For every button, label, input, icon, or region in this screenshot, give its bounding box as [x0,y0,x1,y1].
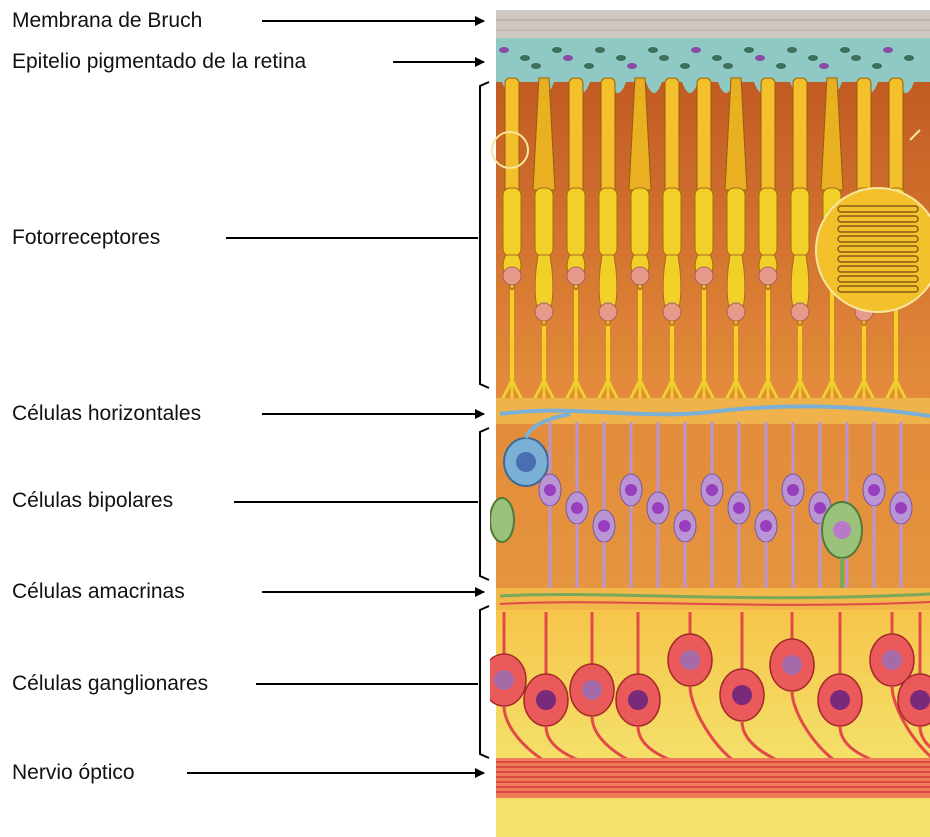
bipolar-nucleus [814,502,826,514]
photoreceptor-nucleus [631,267,649,285]
photoreceptor-inner-segment [535,188,553,256]
photoreceptor-nucleus [759,267,777,285]
photoreceptor-nucleus [791,303,809,321]
pigment-granule [691,47,701,53]
bracket-celulas-ganglionares [480,606,489,758]
pigment-granule [872,63,882,69]
rod-outer-segment [697,78,711,193]
pigment-epithelium-band [496,38,930,82]
pigment-granule [552,47,562,53]
photoreceptor-inner-segment [791,188,809,256]
ganglion-nucleus [536,690,556,710]
bipolar-nucleus [598,520,610,532]
rod-outer-segment [569,78,583,193]
bipolar-nucleus [760,520,772,532]
pointer-lines [0,0,495,837]
photoreceptor-inner-segment [759,188,777,256]
inner-plexiform-band [496,588,930,610]
pigment-granule [584,63,594,69]
rod-outer-segment [857,78,871,193]
bipolar-nucleus [868,484,880,496]
photoreceptor-inner-segment [599,188,617,256]
ganglion-nucleus [882,650,902,670]
ganglion-nucleus [582,680,602,700]
rod-outer-segment [601,78,615,193]
photoreceptor-inner-segment [631,188,649,256]
rod-outer-segment [889,78,903,193]
pigment-granule [819,63,829,69]
photoreceptor-inner-segment [663,188,681,256]
pigment-granule [776,63,786,69]
rod-outer-segment [761,78,775,193]
amacrine-cell-nucleus [833,521,851,539]
pigment-granule [904,55,914,61]
pigment-granule [627,63,637,69]
photoreceptor-nucleus [695,267,713,285]
pigment-granule [744,47,754,53]
ganglion-nucleus [732,685,752,705]
pigment-granule [851,55,861,61]
bipolar-nucleus [679,520,691,532]
retina-illustration [490,0,930,837]
photoreceptor-nucleus [567,267,585,285]
photoreceptor-inner-segment [695,188,713,256]
bipolar-nucleus [787,484,799,496]
horizontal-cell-nucleus [516,452,536,472]
photoreceptor-nucleus [535,303,553,321]
ganglion-nucleus [494,670,514,690]
bipolar-nucleus [706,484,718,496]
pigment-granule [520,55,530,61]
ganglion-nucleus [680,650,700,670]
bipolar-nucleus [652,502,664,514]
photoreceptor-inner-segment [567,188,585,256]
photoreceptor-nucleus [503,267,521,285]
bracket-fotorreceptores [480,82,489,388]
bipolar-nucleus [733,502,745,514]
pigment-granule [808,55,818,61]
photoreceptor-inner-segment [503,188,521,256]
pigment-granule [787,47,797,53]
photoreceptor-nucleus [663,303,681,321]
bipolar-nucleus [625,484,637,496]
pigment-granule [680,63,690,69]
pigment-granule [883,47,893,53]
pigment-granule [648,47,658,53]
ganglion-nucleus [782,655,802,675]
pigment-granule [840,47,850,53]
pigment-granule [616,55,626,61]
pigment-granule [723,63,733,69]
bipolar-nucleus [571,502,583,514]
photoreceptor-nucleus [727,303,745,321]
ganglion-nucleus [910,690,930,710]
pigment-granule [712,55,722,61]
ganglion-nucleus [830,690,850,710]
pigment-granule [755,55,765,61]
pigment-granule [659,55,669,61]
ganglion-nucleus [628,690,648,710]
rod-outer-segment [665,78,679,193]
pigment-granule [499,47,509,53]
photoreceptor-inner-segment [727,188,745,256]
bipolar-nucleus [544,484,556,496]
amacrine-cell-body [490,498,514,542]
bipolar-nucleus [895,502,907,514]
pigment-granule [563,55,573,61]
bracket-celulas-bipolares [480,428,489,580]
rod-outer-segment [793,78,807,193]
inner-limiting-band [496,798,930,837]
pigment-granule [595,47,605,53]
rod-outer-segment [505,78,519,193]
bruch-membrane-band [496,10,930,38]
pigment-granule [531,63,541,69]
photoreceptor-nucleus [599,303,617,321]
